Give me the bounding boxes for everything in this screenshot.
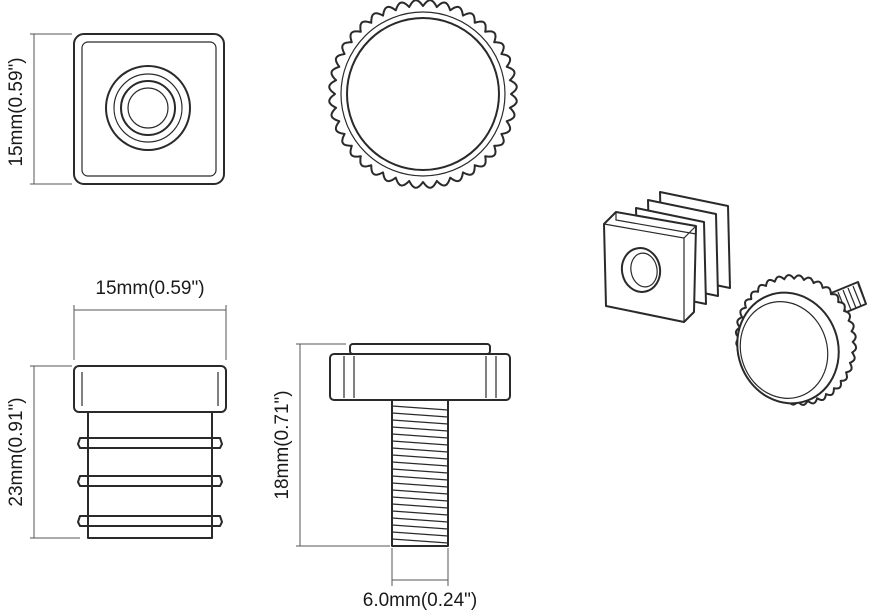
dimension-cap-height: 23mm(0.91")	[6, 365, 80, 539]
thumb-screw-isometric-view	[734, 274, 867, 406]
knurled-knob-top-view	[328, 0, 518, 189]
square-cap-side-view	[73, 365, 227, 539]
dimension-screw-height: 18mm(0.71")	[272, 343, 390, 547]
dimension-top-height: 15mm(0.59")	[6, 33, 72, 185]
dimension-label-cap-height: 23mm(0.91")	[6, 397, 27, 506]
square-cap-isometric-view	[603, 191, 731, 323]
dimension-label-cap-width: 15mm(0.59")	[95, 278, 204, 299]
dimension-cap-width: 15mm(0.59")	[73, 278, 227, 360]
dimension-label-thread-diameter: 6.0mm(0.24")	[363, 590, 477, 611]
dimension-label-top-height: 15mm(0.59")	[6, 57, 27, 166]
dimension-label-screw-height: 18mm(0.71")	[272, 390, 293, 499]
dimension-thread-diameter: 6.0mm(0.24")	[363, 548, 477, 611]
thumb-screw-side-view	[329, 343, 511, 547]
square-cap-top-view	[73, 33, 225, 185]
